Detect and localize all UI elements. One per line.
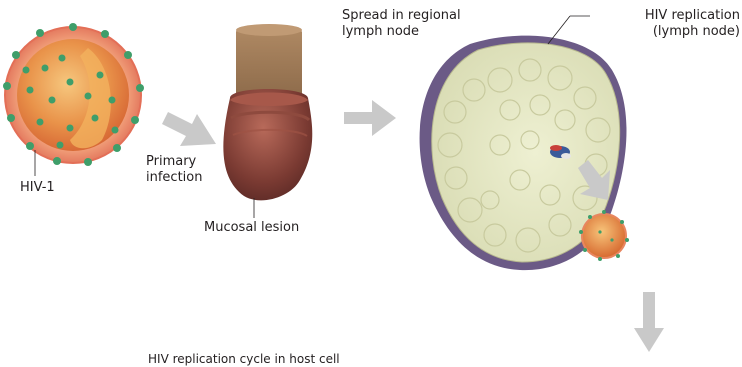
label-spread-line2: lymph node [342,24,419,39]
label-hiv1: HIV-1 [20,180,55,195]
label-mucosal-lesion: Mucosal lesion [204,220,299,235]
label-hiv-replication-line1: HIV replication [645,8,740,23]
label-hiv-replication-line2: (lymph node) [653,24,740,39]
label-replication-cycle-caption: HIV replication cycle in host cell [148,352,340,367]
mucosal-lesion-illustration [223,24,312,218]
label-primary-infection-line2: infection [146,170,202,185]
hiv-virion-illustration [3,23,144,176]
arrow-virion-to-lesion [162,112,216,146]
label-spread-line1: Spread in regional [342,8,461,23]
arrow-lesion-to-node [344,100,396,136]
arrow-down-to-cycle [634,292,664,352]
label-primary-infection-line1: Primary [146,154,196,169]
